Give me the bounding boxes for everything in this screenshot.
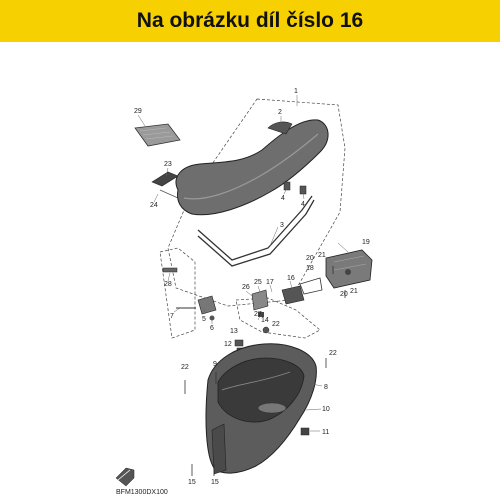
callout-21: 21 [318,252,326,259]
leader-lines [137,95,349,432]
callout-20: 20 [306,255,314,262]
parts-diagram: 1 2 3 4 4 5 6 7 8 9 10 11 12 13 14 15 15… [115,88,373,496]
callout-11: 11 [322,429,329,436]
callout-25: 25 [254,279,262,286]
part-seat [175,119,329,216]
callout-15: 15 [211,479,219,486]
callout-7: 7 [170,313,174,320]
callout-28: 28 [164,281,172,288]
callout-21: 21 [350,288,358,295]
part-seal-band [197,195,315,267]
callout-9: 9 [213,361,217,368]
callout-17: 17 [266,279,274,286]
front-arrow-icon [115,467,135,487]
title-banner: Na obrázku díl číslo 16 [0,0,500,42]
callout-15: 15 [188,479,196,486]
part-bar [151,171,179,199]
part-storage-tub [205,343,317,475]
callout-1: 1 [294,88,298,95]
callout-27: 27 [254,311,262,318]
callout-18: 18 [306,265,314,272]
callout-23: 23 [164,161,172,168]
callout-29: 29 [134,108,142,115]
part-pad [134,123,181,147]
callout-19: 19 [362,239,370,246]
diagram-code: BFM1300DX100 [116,489,168,496]
part-latch [281,277,323,305]
callout-22: 22 [272,321,280,328]
callout-8: 8 [324,384,328,391]
callout-2: 2 [278,109,282,116]
banner-title: Na obrázku díl číslo 16 [136,9,364,32]
callout-5: 5 [202,316,206,323]
callout-24: 24 [150,202,158,209]
part-lock-unit [325,249,373,289]
part-bracket [251,289,269,317]
callout-22: 22 [181,364,189,371]
callout-4: 4 [281,195,285,202]
callout-14: 14 [261,317,269,324]
part-grommet [300,427,310,436]
callout-10: 10 [322,406,330,413]
callout-3: 3 [280,222,284,229]
part-bolts [184,266,346,476]
part-clip [162,267,178,273]
callout-20: 20 [340,291,348,298]
callout-6: 6 [210,325,214,332]
part-bumpers [283,181,307,195]
callout-26: 26 [242,284,250,291]
callout-12: 12 [224,341,232,348]
callout-13: 13 [230,328,238,335]
callout-22: 22 [329,350,337,357]
callout-labels: 1 2 3 4 4 5 6 7 8 9 10 11 12 13 14 15 15… [134,88,370,486]
callout-4: 4 [301,201,305,208]
part-hinge [176,295,217,321]
callout-16: 16 [287,275,295,282]
